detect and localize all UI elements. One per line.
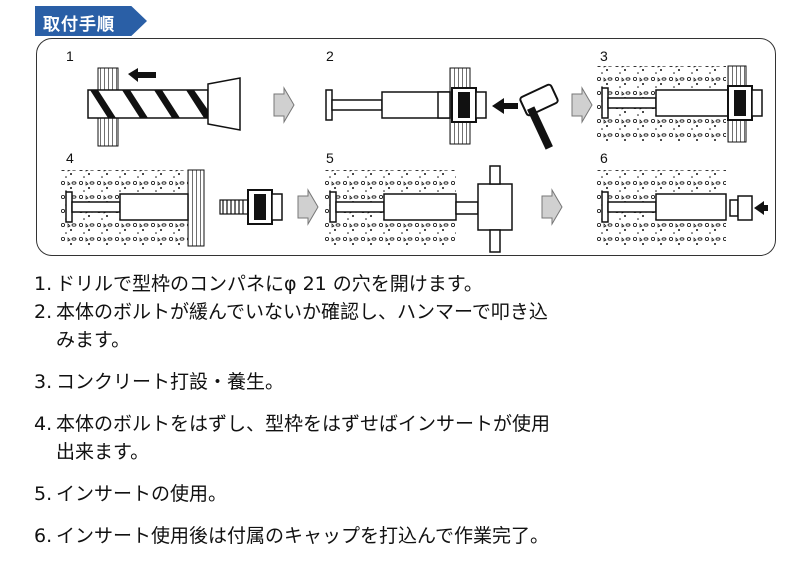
instruction-item-4: 4. 本体のボルトをはずし、型枠をはずせばインサートが使用出来ます。 (34, 410, 554, 466)
arrow-left-icon (754, 201, 768, 215)
instruction-text: インサートの使用。 (56, 483, 228, 505)
formwork-panel (187, 169, 205, 247)
instruction-text: 本体のボルトが緩んでいないか確認し、ハンマーで叩き込みます。 (56, 301, 548, 351)
instruction-number: 6. (34, 525, 53, 547)
wrench-icon (455, 165, 513, 253)
procedure-diagram-panel (36, 38, 776, 256)
insert-icon (65, 191, 189, 223)
hammer-icon (519, 83, 559, 150)
instruction-list: 1. ドリルで型枠のコンパネにφ 21 の穴を開けます。 2. 本体のボルトが緩… (34, 270, 554, 550)
instruction-number: 4. (34, 413, 53, 435)
instruction-text: コンクリート打設・養生。 (56, 371, 285, 393)
instruction-item-6: 6. インサート使用後は付属のキャップを打込んで作業完了。 (34, 522, 554, 550)
arrow-left-icon (492, 98, 518, 114)
instruction-number: 1. (34, 273, 53, 295)
insert-icon (601, 191, 727, 223)
step-number-2: 2 (326, 48, 334, 64)
instruction-item-5: 5. インサートの使用。 (34, 480, 554, 508)
step-number-4: 4 (66, 150, 74, 166)
bolt-icon (451, 87, 487, 123)
instruction-number: 2. (34, 301, 53, 323)
cap-icon (729, 195, 753, 221)
step-number-1: 1 (66, 48, 74, 64)
section-header: 取付手順 (35, 6, 147, 36)
step-arrow-icon (297, 188, 319, 226)
step-number-6: 6 (600, 150, 608, 166)
instruction-number: 5. (34, 483, 53, 505)
figure-step-2-hammer (325, 67, 559, 150)
figure-step-6-cap (596, 170, 768, 246)
step-arrow-icon (541, 188, 563, 226)
arrow-left-icon (128, 68, 156, 82)
figure-step-4-remove-bolt (60, 169, 283, 247)
figure-step-5-use (324, 165, 513, 253)
figure-step-3-concrete (596, 65, 763, 143)
instruction-text: 本体のボルトをはずし、型枠をはずせばインサートが使用出来ます。 (56, 413, 551, 463)
instruction-item-3: 3. コンクリート打設・養生。 (34, 368, 554, 396)
insert-icon (325, 89, 451, 121)
bolt-icon (219, 189, 283, 225)
drill-icon (87, 77, 241, 131)
step-arrow-icon (571, 86, 593, 124)
step-number-3: 3 (600, 48, 608, 64)
step-arrow-icon (273, 86, 295, 124)
figure-step-1-drill (87, 67, 241, 147)
instruction-text: インサート使用後は付属のキャップを打込んで作業完了。 (56, 525, 550, 547)
section-title: 取付手順 (43, 15, 115, 35)
bolt-icon (727, 85, 763, 121)
instruction-text: ドリルで型枠のコンパネにφ 21 の穴を開けます。 (56, 273, 483, 295)
instruction-number: 3. (34, 371, 53, 393)
step-number-5: 5 (326, 150, 334, 166)
insert-icon (329, 191, 457, 223)
instruction-item-1: 1. ドリルで型枠のコンパネにφ 21 の穴を開けます。 (34, 270, 554, 298)
instruction-item-2: 2. 本体のボルトが緩んでいないか確認し、ハンマーで叩き込みます。 (34, 298, 554, 354)
